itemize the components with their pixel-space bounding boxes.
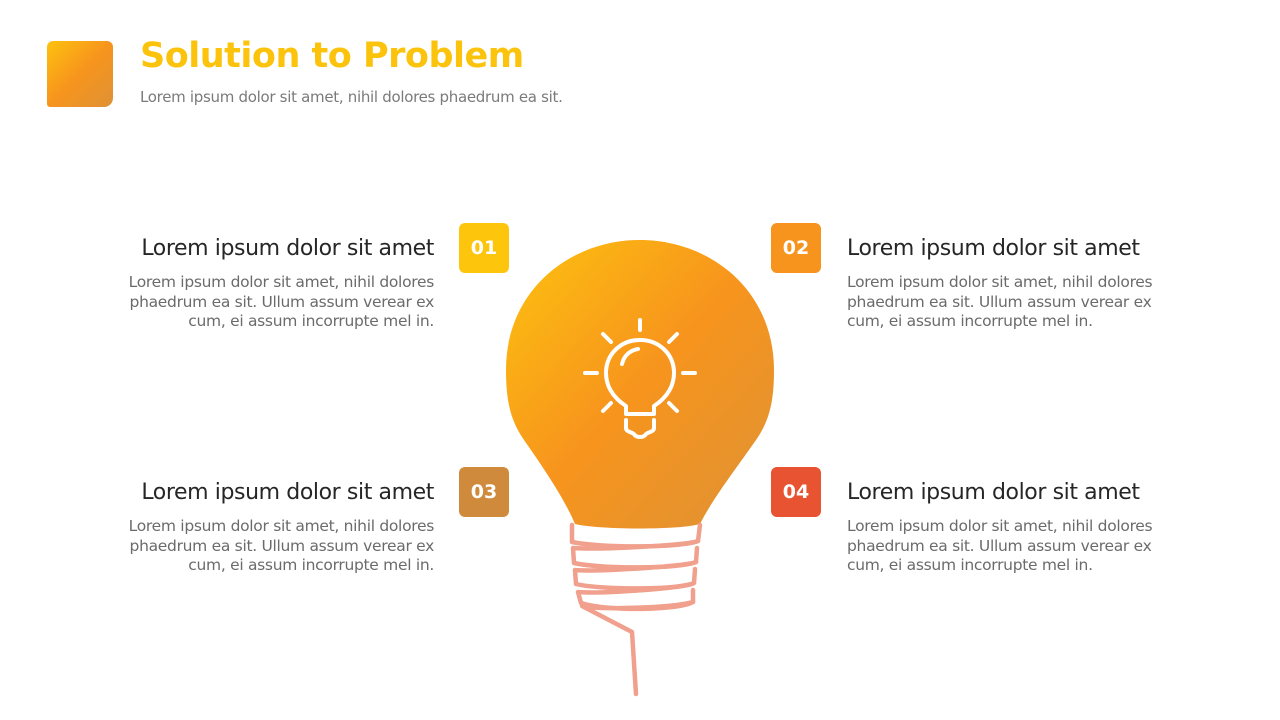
item-block-04: Lorem ipsum dolor sit amet Lorem ipsum d… [847,480,1167,576]
item-text: Lorem ipsum dolor sit amet, nihil dolore… [128,273,435,330]
item-block-01: Lorem ipsum dolor sit amet Lorem ipsum d… [114,236,435,332]
item-text: Lorem ipsum dolor sit amet, nihil dolore… [847,517,1153,574]
page-title: Solution to Problem [140,36,524,76]
bulb-glass [506,240,774,529]
item-heading: Lorem ipsum dolor sit amet [847,236,1140,261]
badge-04: 04 [771,467,821,517]
item-heading: Lorem ipsum dolor sit amet [141,236,434,261]
item-text: Lorem ipsum dolor sit amet, nihil dolore… [128,517,435,574]
item-text: Lorem ipsum dolor sit amet, nihil dolore… [847,273,1153,330]
item-block-02: Lorem ipsum dolor sit amet Lorem ipsum d… [847,236,1167,332]
badge-02: 02 [771,223,821,273]
item-block-03: Lorem ipsum dolor sit amet Lorem ipsum d… [114,480,435,576]
item-heading: Lorem ipsum dolor sit amet [847,480,1140,505]
item-heading: Lorem ipsum dolor sit amet [141,480,434,505]
logo-square [47,41,113,107]
bulb-base-coil [569,522,703,697]
badge-01: 01 [459,223,509,273]
lightbulb-icon [583,318,697,439]
page-subtitle: Lorem ipsum dolor sit amet, nihil dolore… [140,88,563,106]
badge-03: 03 [459,467,509,517]
